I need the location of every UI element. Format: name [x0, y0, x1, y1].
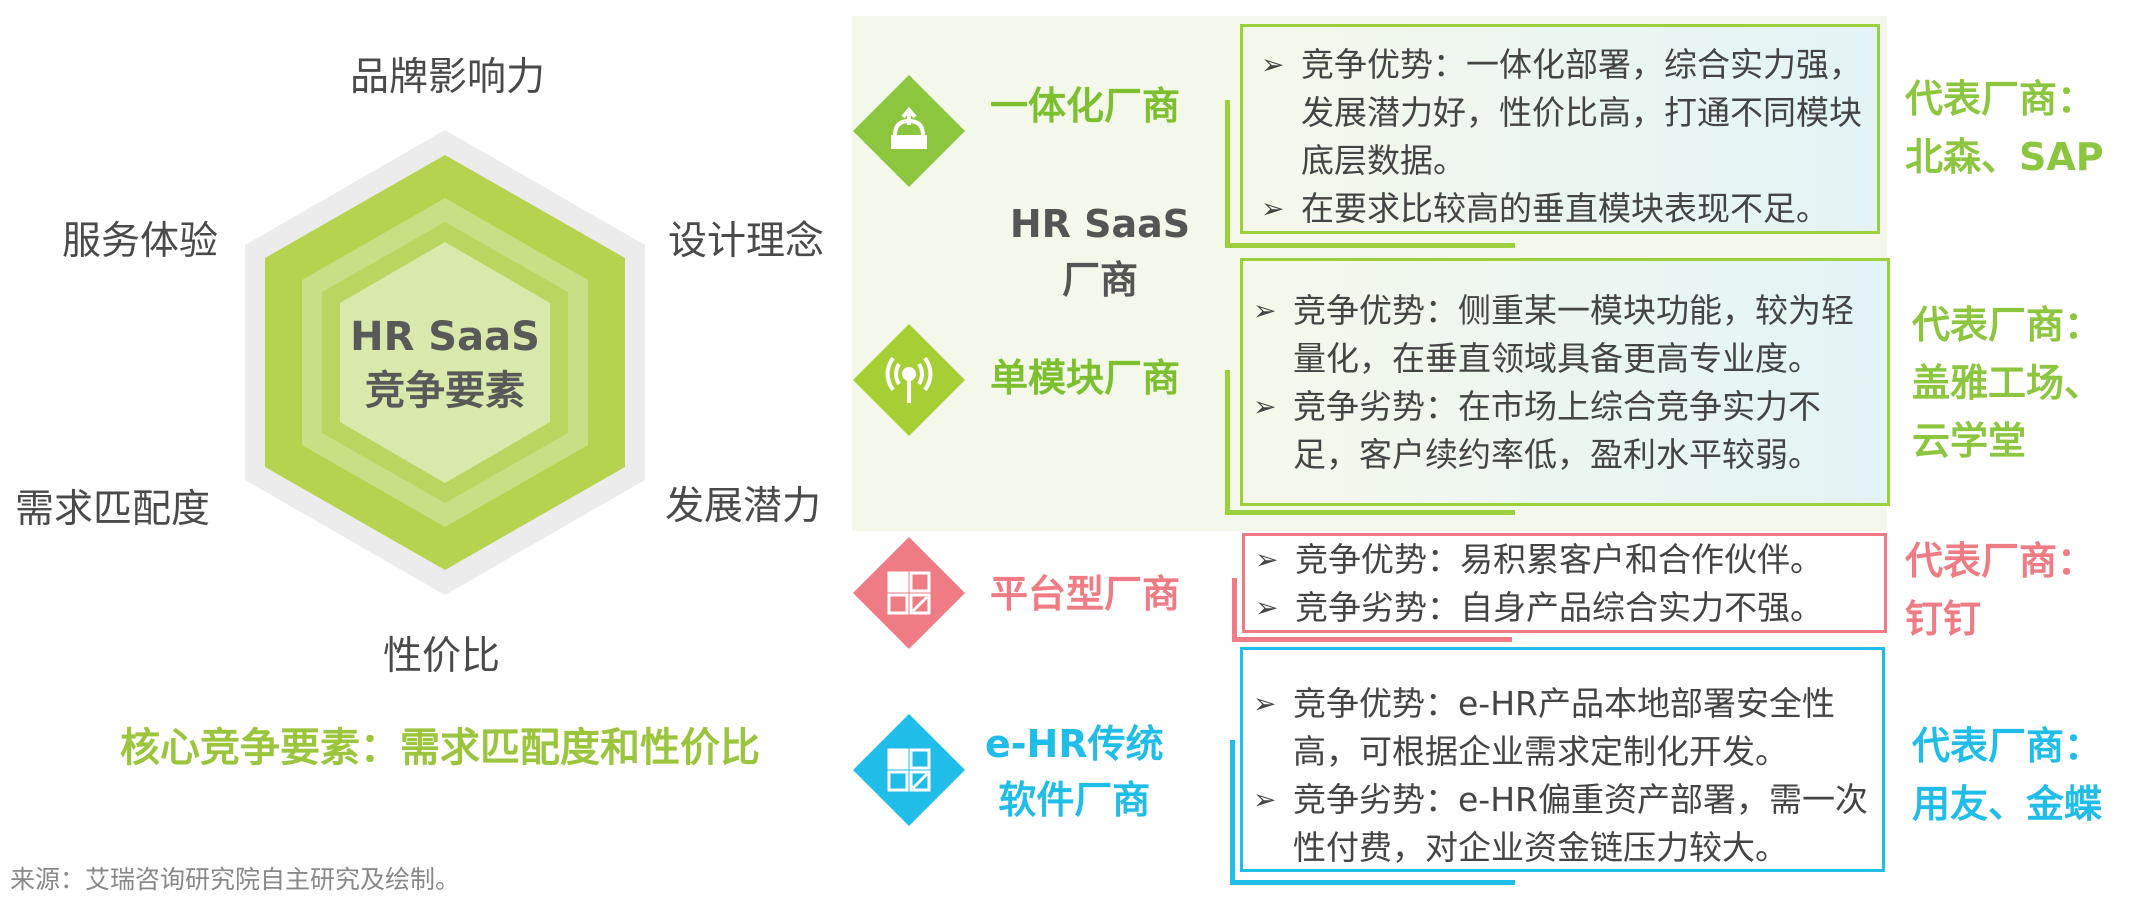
vendor-title-integrated: 一体化厂商: [990, 84, 1181, 128]
point-ehr-2: ➢竞争劣势：e-HR偏重资产部署，需一次性付费，对企业资金链压力较大。: [1253, 780, 1868, 867]
diamond-green-1: [853, 75, 965, 187]
hexagon-center-line2: 竞争要素: [365, 368, 525, 414]
app-grid-icon: [887, 571, 931, 615]
factor-top: 品牌影响力: [350, 55, 546, 100]
point-single-module-1: ➢竞争优势：侧重某一模块功能，较为轻量化，在垂直领域具备更高专业度。: [1253, 291, 1854, 378]
rep-names-ehr: 用友、金蝶: [1912, 782, 2103, 826]
hexagon-center-line1: HR SaaS: [350, 314, 540, 360]
vendor-title-ehr-line2: 软件厂商: [998, 778, 1151, 822]
bracket-platform: [1232, 578, 1512, 642]
box-integrated: ➢竞争优势：一体化部署，综合实力强，发展潜力好，性价比高，打通不同模块底层数据。…: [1240, 24, 1880, 234]
hexagon-core: [340, 242, 550, 483]
hexagon-diagram: [245, 130, 645, 595]
cloud-upload-icon: [891, 106, 927, 149]
point-platform-2: ➢竞争劣势：自身产品综合实力不强。: [1255, 588, 1823, 627]
factor-upper-right: 设计理念: [668, 219, 825, 264]
point-ehr-1: ➢竞争优势：e-HR产品本地部署安全性高，可根据企业需求定制化开发。: [1253, 684, 1835, 771]
point-platform-1: ➢竞争优势：易积累客户和合作伙伴。: [1255, 540, 1823, 579]
factor-bottom: 性价比: [383, 634, 501, 679]
rep-label-ehr: 代表厂商：: [1912, 724, 2103, 768]
bracket-integrated: [1225, 100, 1515, 248]
bracket-single-module: [1225, 370, 1515, 515]
vendor-title-single-module: 单模块厂商: [990, 356, 1181, 400]
factor-lower-right: 发展潜力: [665, 484, 822, 529]
box-ehr: ➢竞争优势：e-HR产品本地部署安全性高，可根据企业需求定制化开发。 ➢竞争劣势…: [1240, 647, 1885, 872]
source-note: 来源：艾瑞咨询研究院自主研究及绘制。: [10, 865, 461, 894]
factor-upper-left: 服务体验: [62, 219, 219, 264]
signal-tower-icon: [885, 356, 933, 403]
diamond-pink: [853, 537, 965, 649]
hexagon-center-label: HR SaaS 竞争要素: [335, 310, 555, 418]
vendor-title-platform: 平台型厂商: [990, 572, 1181, 616]
vendor-title-ehr: e-HR传统 软件厂商: [985, 716, 1164, 828]
rep-names2-single-module: 云学堂: [1912, 419, 2027, 463]
box-single-module: ➢竞争优势：侧重某一模块功能，较为轻量化，在垂直领域具备更高专业度。 ➢竞争劣势…: [1240, 258, 1890, 506]
saas-group-line1: HR SaaS: [1009, 202, 1191, 246]
rep-platform: 代表厂商： 钉钉: [1905, 532, 2095, 648]
rep-names-single-module: 盖雅工场、: [1912, 361, 2103, 405]
diamond-green-2: [853, 324, 965, 436]
core-factor-text: 核心竞争要素：需求匹配度和性价比: [120, 725, 760, 771]
rep-label-integrated: 代表厂商：: [1905, 77, 2096, 121]
rep-names-integrated: 北森、SAP: [1905, 135, 2104, 179]
app-grid-icon: [887, 748, 931, 792]
diamond-blue: [853, 714, 965, 826]
bracket-ehr: [1230, 740, 1515, 885]
point-integrated-2: ➢在要求比较高的垂直模块表现不足。: [1261, 189, 1829, 228]
rep-single-module: 代表厂商： 盖雅工场、 云学堂: [1912, 296, 2102, 470]
rep-label-single-module: 代表厂商：: [1912, 303, 2103, 347]
factor-lower-left: 需求匹配度: [15, 487, 211, 532]
vendor-title-ehr-line1: e-HR传统: [985, 722, 1164, 766]
saas-group-line2: 厂商: [1061, 258, 1138, 302]
rep-names-platform: 钉钉: [1905, 597, 1982, 641]
rep-label-platform: 代表厂商：: [1905, 539, 2096, 583]
rep-ehr: 代表厂商： 用友、金蝶: [1912, 717, 2102, 833]
box-platform: ➢竞争优势：易积累客户和合作伙伴。 ➢竞争劣势：自身产品综合实力不强。: [1242, 533, 1887, 633]
point-integrated-1: ➢竞争优势：一体化部署，综合实力强，发展潜力好，性价比高，打通不同模块底层数据。: [1261, 45, 1862, 180]
point-single-module-2: ➢竞争劣势：在市场上综合竞争实力不足，客户续约率低，盈利水平较弱。: [1253, 387, 1821, 474]
rep-integrated: 代表厂商： 北森、SAP: [1905, 70, 2104, 186]
saas-group-title: HR SaaS 厂商: [1000, 196, 1200, 308]
